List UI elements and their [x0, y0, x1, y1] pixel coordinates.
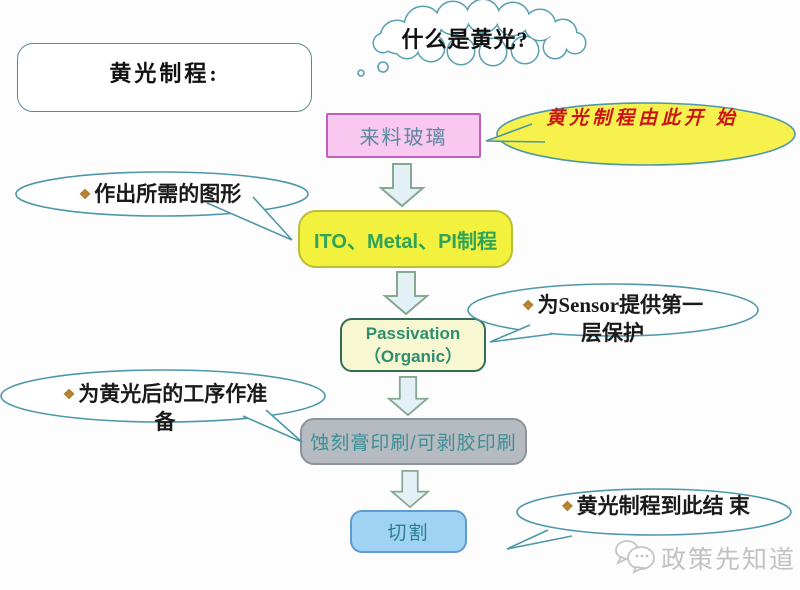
- step-incoming-glass: 来料玻璃: [326, 113, 481, 158]
- end-callout-text: ❖黄光制程到此结 束: [538, 493, 773, 547]
- title-label: 黄光制程:: [109, 61, 220, 86]
- start-callout-shape: [485, 102, 796, 166]
- end-callout-shape: [506, 488, 792, 550]
- start-line-1: 黄光制程由此开: [546, 108, 708, 129]
- step-etch-print-label: 蚀刻膏印刷/可剥胶印刷: [310, 433, 517, 454]
- start-line-2: 始: [715, 108, 739, 129]
- diamond-bullet-icon: ❖: [78, 188, 92, 203]
- down-arrow-icon: [389, 470, 431, 509]
- step-incoming-glass-label: 来料玻璃: [359, 127, 448, 149]
- sensor-line-2: 层保护: [581, 321, 644, 345]
- down-arrow-icon: [378, 163, 426, 208]
- diamond-bullet-icon: ❖: [62, 388, 76, 403]
- step-passivation: Passivation （Organic）: [340, 318, 486, 372]
- diamond-bullet-icon: ❖: [561, 500, 574, 515]
- diamond-bullet-icon: ❖: [521, 299, 535, 314]
- pattern-callout-text: ❖作出所需的图形: [20, 181, 300, 209]
- title-box: 黄光制程:: [17, 43, 312, 112]
- sensor-callout-text: ❖为Sensor提供第一 层保护: [465, 292, 760, 347]
- step-etch-print: 蚀刻膏印刷/可剥胶印刷: [300, 418, 527, 465]
- prepare-callout-text: ❖为黄光后的工序作准 备: [10, 381, 320, 436]
- thought-cloud-shape: [357, 0, 587, 77]
- step-passivation-label-1: Passivation: [365, 324, 461, 343]
- prepare-line-2: 备: [154, 410, 176, 434]
- prepare-line-1: ❖为黄光后的工序作准: [62, 382, 268, 406]
- pattern-callout-shape: [15, 171, 309, 241]
- step-ito-metal-pi-label: ITO、Metal、PI制程: [314, 230, 497, 253]
- down-arrow-icon: [382, 271, 430, 316]
- step-cutting: 切割: [350, 510, 467, 553]
- start-callout-text: 黄光制程由此开 始: [520, 106, 765, 131]
- sensor-line-1: ❖为Sensor提供第一: [521, 293, 704, 317]
- watermark-label: 政策先知道: [661, 547, 797, 574]
- end-line-2: 束: [728, 494, 750, 518]
- step-ito-metal-pi: ITO、Metal、PI制程: [298, 210, 513, 268]
- down-arrow-icon: [386, 376, 430, 417]
- thought-cloud-label: 什么是黄光?: [401, 27, 529, 52]
- prepare-callout-shape: [0, 369, 326, 443]
- pattern-line-1: ❖作出所需的图形: [78, 182, 242, 206]
- watermark-logo-icon: [615, 540, 655, 574]
- end-line-1: ❖黄光制程到此结: [561, 494, 724, 518]
- step-cutting-label: 切割: [387, 523, 430, 544]
- sensor-callout-shape: [467, 283, 759, 343]
- step-passivation-label-2: （Organic）: [363, 347, 463, 366]
